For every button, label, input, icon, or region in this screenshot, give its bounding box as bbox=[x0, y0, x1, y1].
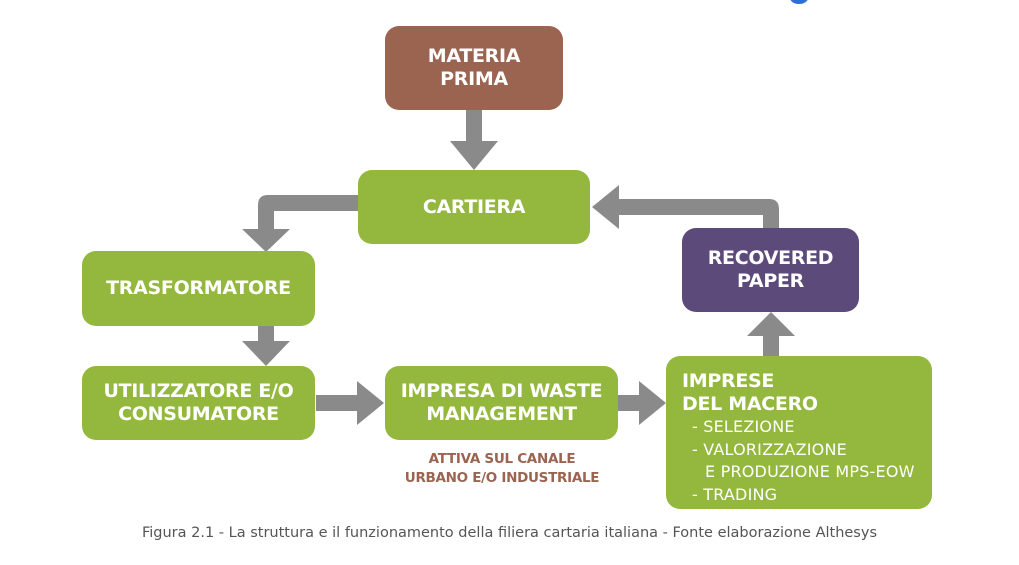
node-materia-prima: MATERIA PRIMA bbox=[385, 26, 563, 110]
node-imprese-del-macero: IMPRESE DEL MACERO - SELEZIONE - VALORIZ… bbox=[666, 356, 932, 509]
node-label: IMPRESA DI WASTE bbox=[400, 380, 603, 402]
note-line: URBANO E/O INDUSTRIALE bbox=[404, 470, 600, 486]
node-label: TRASFORMATORE bbox=[106, 277, 291, 299]
node-label: UTILIZZATORE E/O bbox=[103, 380, 294, 402]
node-label: MATERIA bbox=[427, 45, 521, 67]
waste-management-note: ATTIVA SUL CANALE URBANO E/O INDUSTRIALE bbox=[384, 450, 620, 488]
node-item: - SELEZIONE bbox=[692, 417, 795, 436]
arrow-utilizzatore-to-waste bbox=[316, 381, 384, 425]
blue-indicator-dot bbox=[790, 0, 808, 4]
node-cartiera: CARTIERA bbox=[358, 170, 590, 244]
arrow-macero-to-recovered bbox=[747, 312, 795, 358]
node-label: PRIMA bbox=[440, 68, 508, 90]
node-item: - TRADING bbox=[692, 484, 778, 504]
arrow-trasformatore-to-utilizzatore bbox=[242, 326, 290, 366]
node-recovered-paper: RECOVERED PAPER bbox=[682, 228, 859, 312]
node-label: CONSUMATORE bbox=[118, 403, 279, 425]
arrow-waste-to-macero bbox=[618, 381, 666, 425]
arrow-materia-to-cartiera bbox=[450, 110, 498, 170]
node-item: E PRODUZIONE MPS-EOW bbox=[705, 462, 915, 481]
node-impresa-waste-management: IMPRESA DI WASTE MANAGEMENT bbox=[385, 366, 618, 440]
node-title: IMPRESE bbox=[682, 370, 775, 392]
figure-caption: Figura 2.1 - La struttura e il funzionam… bbox=[141, 525, 878, 541]
node-label: MANAGEMENT bbox=[426, 403, 577, 425]
node-label: RECOVERED bbox=[707, 247, 834, 269]
node-label: PAPER bbox=[737, 270, 804, 292]
note-line: ATTIVA SUL CANALE bbox=[428, 451, 576, 467]
node-utilizzatore: UTILIZZATORE E/O CONSUMATORE bbox=[82, 366, 315, 440]
arrow-recovered-to-cartiera bbox=[592, 185, 779, 229]
arrow-cartiera-to-trasformatore bbox=[242, 195, 358, 252]
node-label: CARTIERA bbox=[422, 195, 526, 218]
node-title: DEL MACERO bbox=[682, 393, 818, 415]
node-trasformatore: TRASFORMATORE bbox=[82, 251, 315, 326]
node-item: - VALORIZZAZIONE bbox=[692, 439, 847, 459]
